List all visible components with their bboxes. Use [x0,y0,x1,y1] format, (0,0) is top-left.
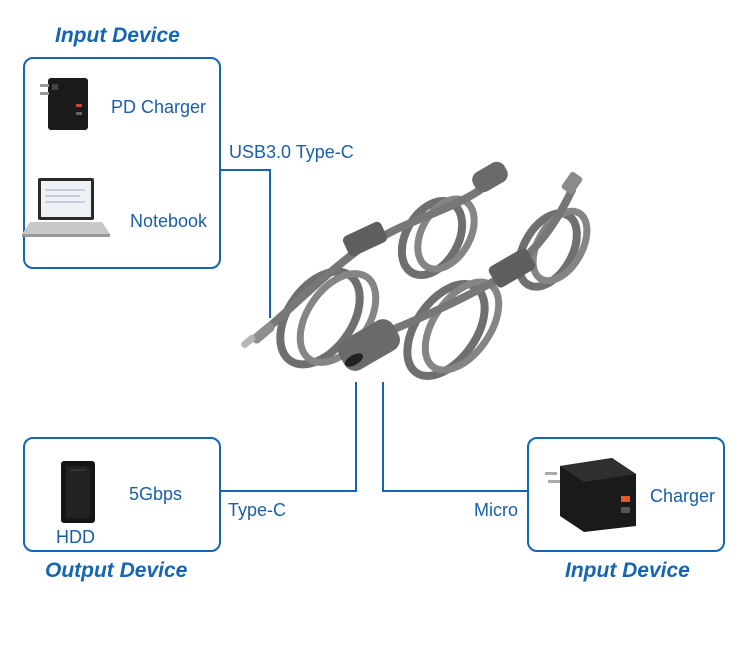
bottom-left-title: Output Device [45,559,188,582]
typec-label: Type-C [228,500,287,520]
speed-label: 5Gbps [129,484,183,504]
connector-top [221,169,271,318]
output-device-box [23,437,221,552]
usb3-typec-label: USB3.0 Type-C [229,142,354,162]
top-left-title: Input Device [55,24,180,47]
micro-label: Micro [474,500,518,520]
cable-left [241,161,508,369]
cable-right [338,171,591,380]
hdd-icon [61,461,95,523]
pd-charger-label: PD Charger [111,97,207,117]
connector-lines [221,169,527,492]
charger-label: Charger [650,486,716,506]
charger-icon [545,458,636,532]
notebook-label: Notebook [130,211,208,231]
notebook-icon [22,178,110,237]
bottom-right-title: Input Device [565,559,690,582]
connector-bottom-left [221,382,357,492]
hdd-label: HDD [56,527,95,547]
connector-bottom-right [382,382,527,492]
pd-charger-icon [40,78,88,130]
